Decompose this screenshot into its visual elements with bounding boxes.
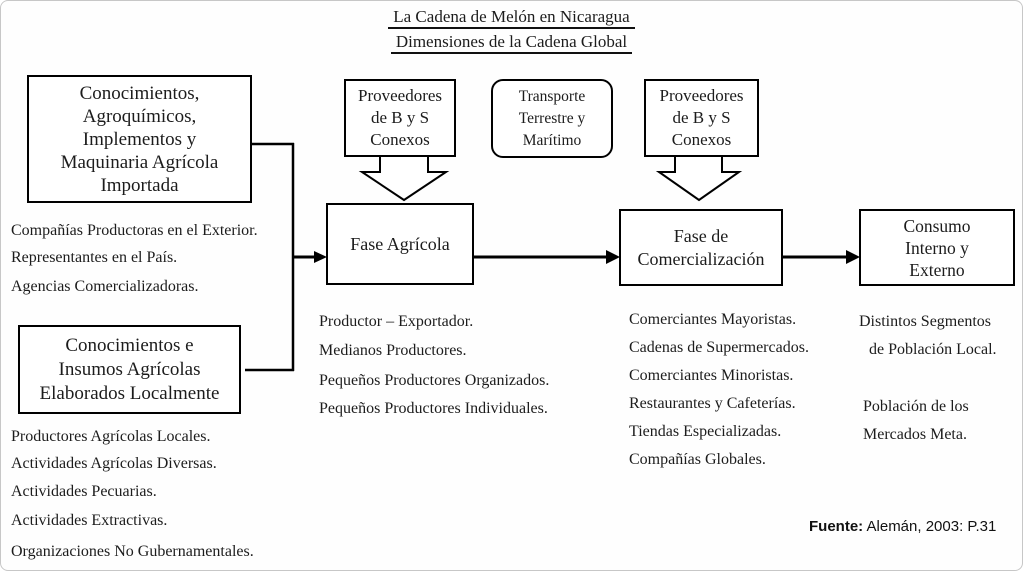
list-item-agricola-3: Pequeños Productores Organizados. xyxy=(319,372,550,389)
arrow-agricola-comercializacion-head xyxy=(606,250,620,264)
title-line-1: La Cadena de Melón en Nicaragua xyxy=(388,7,635,29)
box-conocimientos-importada: Conocimientos, Agroquímicos, Implementos… xyxy=(27,75,252,203)
list-item-comercializacion-3: Comerciantes Minoristas. xyxy=(629,367,794,384)
list-item-agricola-4: Pequeños Productores Individuales. xyxy=(319,400,548,417)
source-label: Fuente: xyxy=(809,518,864,535)
list-item-local-3: Actividades Pecuarias. xyxy=(11,483,157,500)
list-item-local-5: Organizaciones No Gubernamentales. xyxy=(11,543,254,560)
list-item-consumo-1: Distintos Segmentos xyxy=(859,313,992,330)
list-item-local-2: Actividades Agrícolas Diversas. xyxy=(11,455,217,472)
list-item-local-4: Actividades Extractivas. xyxy=(11,512,168,529)
list-item-comercializacion-1: Comerciantes Mayoristas. xyxy=(629,311,797,328)
list-item-agricola-2: Medianos Productores. xyxy=(319,342,467,359)
arrow-comercializacion-consumo-head xyxy=(846,250,860,264)
source-note: Fuente: Alemán, 2003: P.31 xyxy=(809,517,996,536)
list-item-agricola-1: Productor – Exportador. xyxy=(319,313,474,330)
arrow-to-fase-agricola-head xyxy=(314,251,327,263)
block-arrow-proveedores-1 xyxy=(358,155,450,202)
list-item-consumo-3: Población de los xyxy=(863,398,969,415)
list-item-exterior-2: Representantes en el País. xyxy=(11,249,178,266)
list-item-local-1: Productores Agrícolas Locales. xyxy=(11,428,211,445)
list-item-exterior-3: Agencias Comercializadoras. xyxy=(11,278,199,295)
source-text: Alemán, 2003: P.31 xyxy=(863,518,997,535)
box-proveedores-bys-2: Proveedores de B y S Conexos xyxy=(644,79,759,157)
list-item-comercializacion-5: Tiendas Especializadas. xyxy=(629,423,782,440)
box-consumo: Consumo Interno y Externo xyxy=(859,209,1015,286)
box-conocimientos-localmente: Conocimientos e Insumos Agrícolas Elabor… xyxy=(18,325,241,414)
block-arrow-proveedores-2 xyxy=(655,155,743,202)
list-item-exterior-1: Compañías Productoras en el Exterior. xyxy=(11,222,258,239)
box-fase-comercializacion: Fase de Comercialización xyxy=(619,209,783,286)
list-item-consumo-4: Mercados Meta. xyxy=(863,426,967,443)
diagram-title: La Cadena de Melón en Nicaragua Dimensio… xyxy=(1,7,1022,54)
title-line-2: Dimensiones de la Cadena Global xyxy=(390,32,633,54)
box-fase-agricola: Fase Agrícola xyxy=(326,203,474,285)
list-item-comercializacion-4: Restaurantes y Cafeterías. xyxy=(629,395,796,412)
box-proveedores-bys-1: Proveedores de B y S Conexos xyxy=(344,79,456,157)
list-item-comercializacion-6: Compañías Globales. xyxy=(629,451,766,468)
box-transporte: Transporte Terrestre y Marítimo xyxy=(491,79,613,158)
list-item-comercializacion-2: Cadenas de Supermercados. xyxy=(629,339,809,356)
list-item-consumo-2: de Población Local. xyxy=(869,341,997,358)
